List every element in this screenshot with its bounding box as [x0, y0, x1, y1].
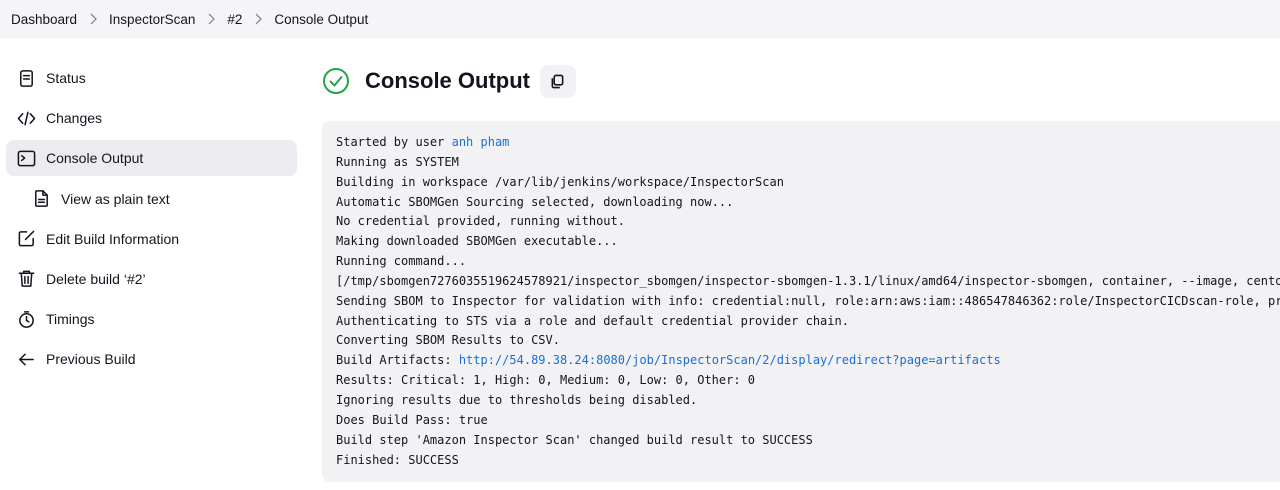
console-line: Started by user anh pham: [336, 133, 1280, 153]
sidebar-item-label: Changes: [46, 110, 103, 127]
console-output-panel: Started by user anh pham Running as SYST…: [322, 121, 1280, 482]
sidebar: Status Changes Console Output View as pl…: [6, 60, 297, 382]
terminal-icon: [16, 148, 36, 168]
sidebar-item-label: Console Output: [46, 150, 144, 167]
document-icon: [16, 68, 36, 88]
edit-icon: [16, 229, 36, 249]
console-line: [/tmp/sbomgen7276035519624578921/inspect…: [336, 273, 1280, 288]
arrow-left-icon: [16, 349, 36, 369]
sidebar-item-delete-build[interactable]: Delete build ‘#2’: [6, 261, 297, 297]
sidebar-item-label: Timings: [46, 311, 95, 328]
copy-icon: [552, 74, 564, 88]
breadcrumb-inspectorscan[interactable]: InspectorScan: [109, 11, 196, 27]
console-line: Finished: SUCCESS: [336, 452, 459, 467]
console-line: Authenticating to STS via a role and def…: [336, 313, 849, 328]
console-line: Build step 'Amazon Inspector Scan' chang…: [336, 432, 813, 447]
console-line: Does Build Pass: true: [336, 412, 488, 427]
sidebar-item-console-output[interactable]: Console Output: [6, 140, 297, 177]
console-line: Running as SYSTEM: [336, 154, 459, 169]
sidebar-item-label: Delete build ‘#2’: [46, 270, 146, 287]
console-line: Sending SBOM to Inspector for validation…: [336, 293, 1280, 308]
code-icon: [16, 108, 36, 128]
artifacts-link[interactable]: http://54.89.38.24:8080/job/InspectorSca…: [458, 353, 1001, 368]
sidebar-item-view-plain-text[interactable]: View as plain text: [6, 181, 297, 217]
sidebar-item-label: Previous Build: [46, 351, 136, 368]
chevron-right-icon: [80, 13, 106, 25]
breadcrumb-dashboard[interactable]: Dashboard: [11, 11, 78, 27]
sidebar-item-label: Edit Build Information: [46, 230, 180, 247]
chevron-right-icon: [198, 13, 224, 25]
console-line: Converting SBOM Results to CSV.: [336, 333, 560, 348]
sidebar-item-previous-build[interactable]: Previous Build: [6, 341, 297, 377]
sidebar-item-label: Status: [46, 70, 86, 86]
trash-icon: [16, 269, 36, 289]
console-text: Started by user: [336, 135, 452, 149]
page-title: Console Output: [365, 68, 530, 93]
console-line: Automatic SBOMGen Sourcing selected, dow…: [336, 194, 734, 209]
sidebar-item-status[interactable]: Status: [6, 60, 297, 96]
text-file-icon: [31, 189, 51, 209]
console-line: Running command...: [336, 254, 467, 269]
console-line: Build Artifacts: http://54.89.38.24:8080…: [336, 351, 1280, 371]
sidebar-item-label: View as plain text: [61, 190, 170, 207]
sidebar-item-changes[interactable]: Changes: [6, 100, 297, 136]
console-line: Ignoring results due to thresholds being…: [336, 392, 698, 407]
stopwatch-icon: [16, 309, 36, 329]
console-text: Build Artifacts:: [336, 353, 459, 368]
console-line: Building in workspace /var/lib/jenkins/w…: [336, 174, 784, 189]
breadcrumb-build-number[interactable]: #2: [227, 11, 243, 27]
sidebar-item-edit-build-information[interactable]: Edit Build Information: [6, 221, 297, 257]
breadcrumb-console-output[interactable]: Console Output: [274, 11, 369, 27]
sidebar-item-timings[interactable]: Timings: [6, 301, 297, 337]
check-circle-icon: [322, 67, 350, 95]
title-row: Console Output: [322, 63, 576, 99]
breadcrumb: Dashboard InspectorScan #2 Console Outpu…: [0, 0, 1280, 38]
user-link[interactable]: anh pham: [451, 135, 510, 149]
console-line: Making downloaded SBOMGen executable...: [336, 234, 618, 249]
console-line: Results: Critical: 1, High: 0, Medium: 0…: [336, 373, 756, 388]
chevron-right-icon: [245, 13, 271, 25]
copy-button[interactable]: [539, 64, 576, 98]
console-line: No credential provided, running without.: [336, 214, 625, 229]
